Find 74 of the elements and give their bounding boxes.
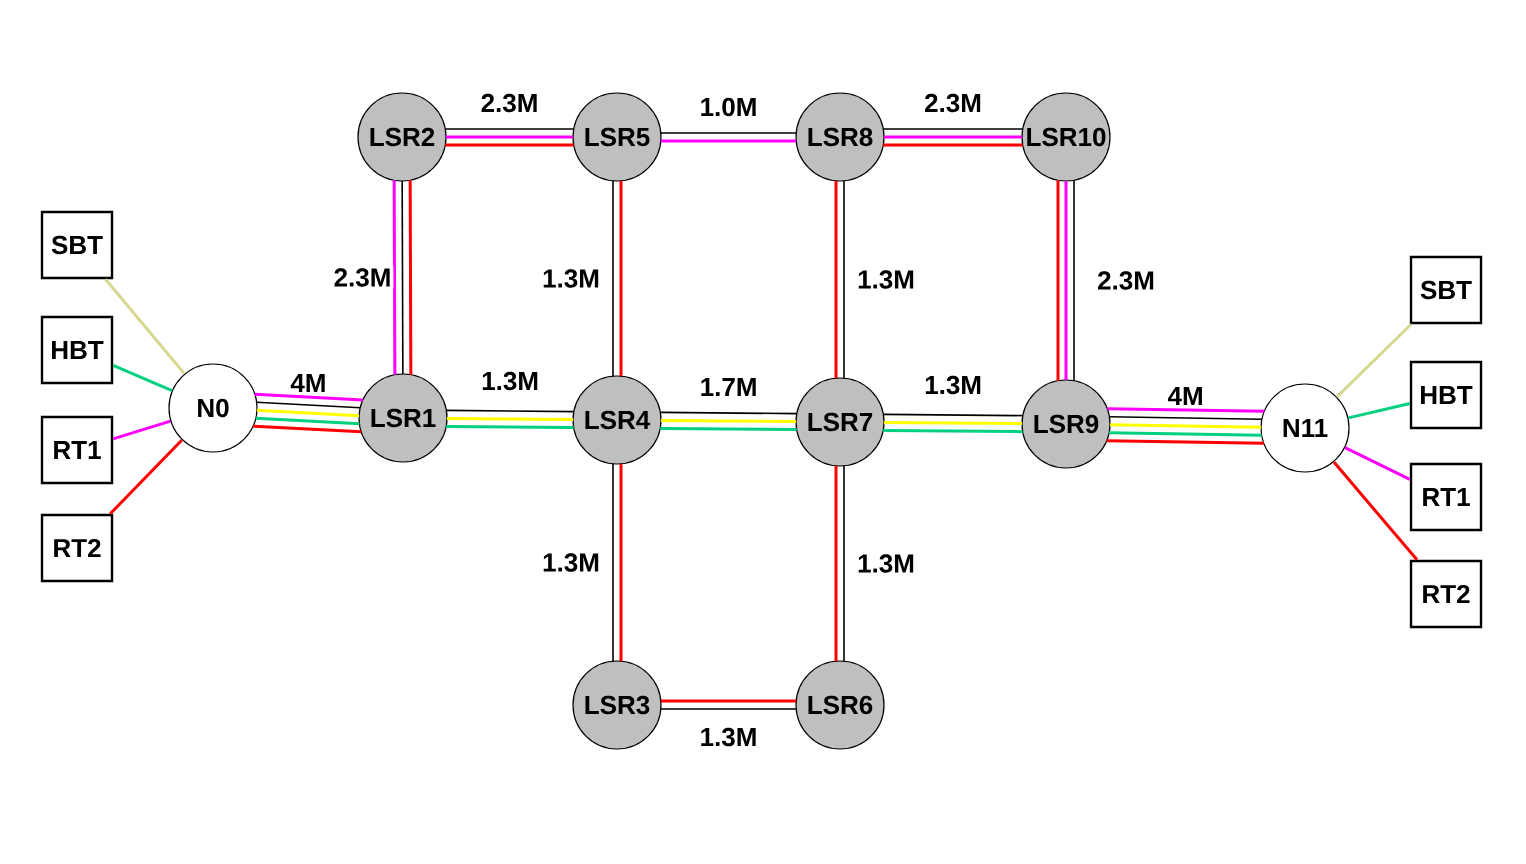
link-line	[408, 180, 413, 375]
edge-label: 1.7M	[697, 376, 760, 398]
station-box: RT1	[40, 415, 114, 485]
link-line	[660, 708, 797, 710]
link-line	[834, 465, 838, 662]
edge-label: 1.3M	[479, 369, 541, 393]
link-line	[444, 128, 575, 130]
edge-label: 1.3M	[855, 552, 917, 575]
station-box: SBT	[1409, 255, 1483, 325]
edge-label: 1.3M	[697, 725, 760, 749]
station-box: RT2	[40, 513, 114, 583]
link-line	[445, 409, 575, 413]
link-line	[661, 418, 797, 424]
link-line	[660, 132, 797, 134]
station-box: RT1	[1409, 462, 1483, 532]
edge-label: 1.3M	[855, 268, 917, 291]
link-line	[843, 465, 845, 662]
link-line	[843, 180, 845, 379]
link-line	[1348, 402, 1411, 420]
edge-label: 2.3M	[331, 266, 394, 289]
link-line	[1106, 439, 1264, 445]
link-line	[882, 413, 1024, 417]
link-line	[256, 408, 360, 418]
link-line	[659, 411, 798, 415]
link-line	[253, 424, 362, 434]
link-line	[445, 143, 574, 147]
link-line	[660, 699, 797, 703]
link-line	[1064, 181, 1068, 380]
edge-label: 2.3M	[478, 91, 541, 115]
link-line	[401, 180, 404, 375]
link-line	[112, 419, 171, 441]
link-line	[1332, 461, 1419, 561]
link-line	[447, 416, 574, 422]
station-box: HBT	[1409, 360, 1483, 430]
link-line	[446, 424, 574, 430]
link-line	[883, 143, 1023, 147]
link-line	[660, 426, 797, 432]
edge-label: 2.3M	[1095, 269, 1157, 292]
link-line	[1056, 180, 1060, 381]
link-line	[884, 420, 1023, 426]
link-line	[1109, 423, 1262, 429]
link-line	[255, 401, 362, 409]
link-line	[1073, 179, 1075, 382]
link-line	[1107, 407, 1265, 413]
station-box: SBT	[40, 210, 114, 280]
link-line	[1109, 431, 1262, 437]
link-line	[392, 180, 397, 375]
link-line	[1108, 415, 1263, 421]
link-line	[446, 135, 573, 139]
link-line	[834, 180, 838, 379]
link-line	[884, 135, 1022, 139]
link-line	[255, 416, 360, 426]
link-line	[612, 463, 614, 662]
edge-label: 4M	[1165, 385, 1206, 407]
link-line	[1344, 446, 1411, 481]
link-line	[254, 392, 363, 402]
link-line	[109, 438, 183, 515]
link-line	[619, 180, 623, 377]
edge-label: 1.3M	[540, 551, 602, 574]
edge-label: 1.3M	[540, 267, 602, 290]
link-line	[882, 128, 1024, 130]
edge-label: 4M	[288, 372, 329, 394]
link-line	[883, 428, 1023, 434]
link-line	[619, 463, 623, 662]
link-line	[104, 278, 186, 375]
edge-label: 1.0M	[697, 95, 760, 119]
link-line	[1335, 323, 1413, 398]
link-line	[660, 139, 797, 143]
station-box: RT2	[1409, 559, 1483, 629]
station-box: HBT	[40, 315, 114, 385]
edge-label: 2.3M	[922, 91, 984, 115]
edge-label: 1.3M	[922, 373, 984, 397]
link-line	[612, 180, 614, 377]
link-line	[112, 364, 173, 392]
